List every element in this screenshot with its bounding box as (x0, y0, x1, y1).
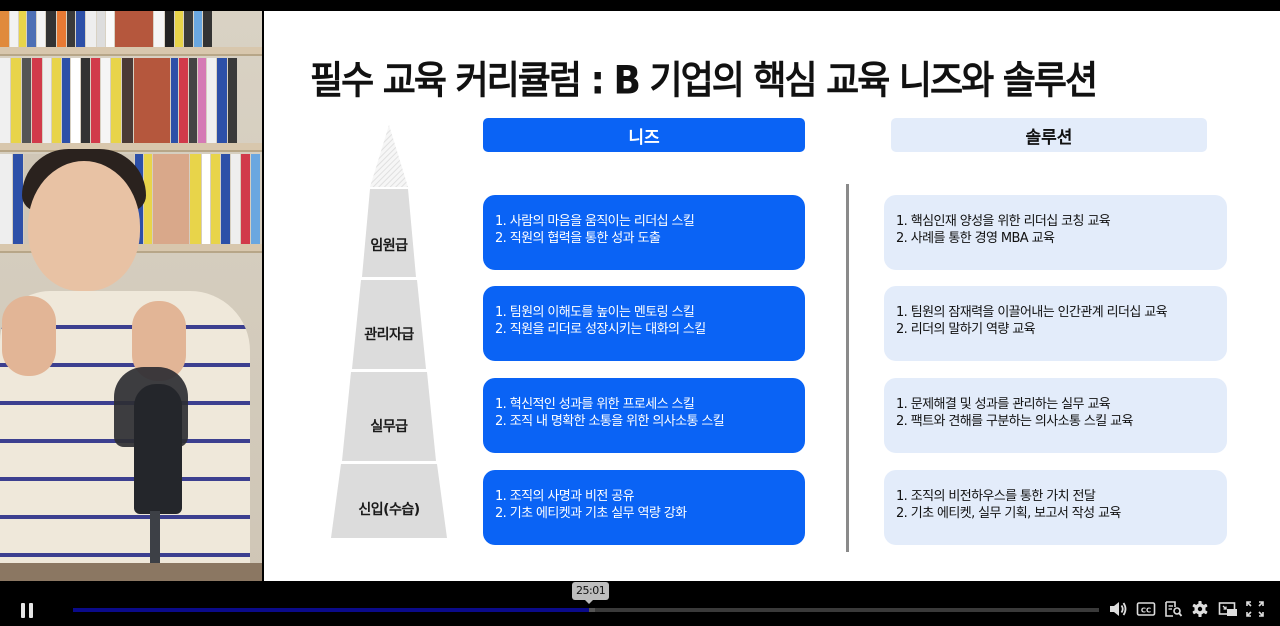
pip-button[interactable] (1218, 600, 1238, 618)
needs-box-manager: 1. 팀원의 이해도를 높이는 멘토링 스킬 2. 직원을 리더로 성장시키는 … (483, 286, 805, 361)
volume-icon (1110, 602, 1127, 616)
solution-item: 2. 팩트와 견해를 구분하는 의사소통 스킬 교육 (896, 414, 1133, 429)
progress-played (73, 608, 589, 612)
need-item: 1. 팀원의 이해도를 높이는 멘토링 스킬 (495, 305, 695, 320)
solution-item: 1. 팀원의 잠재력을 이끌어내는 인간관계 리더십 교육 (896, 305, 1168, 320)
settings-button[interactable] (1190, 600, 1210, 618)
solution-item: 1. 조직의 비전하우스를 통한 가치 전달 (896, 489, 1096, 504)
progress-buffered (589, 608, 595, 612)
tier-label-staff: 실무급 (370, 419, 408, 435)
solution-item: 1. 문제해결 및 성과를 관리하는 실무 교육 (896, 397, 1111, 412)
need-item: 1. 조직의 사명과 비전 공유 (495, 489, 635, 504)
presentation-slide: 필수 교육 커리큘럼 : B 기업의 핵심 교육 니즈와 솔루션 니즈 솔루션 … (264, 11, 1280, 581)
shelf-plank (0, 143, 262, 152)
captions-button[interactable]: CC (1136, 600, 1156, 618)
solutions-header: 솔루션 (891, 118, 1207, 152)
need-item: 2. 기초 에티켓과 기초 실무 역량 강화 (495, 506, 687, 521)
picture-in-picture-icon (1218, 602, 1237, 616)
needs-header: 니즈 (483, 118, 805, 152)
need-item: 1. 혁신적인 성과를 위한 프로세스 스킬 (495, 397, 695, 412)
solutions-box-executive: 1. 핵심인재 양성을 위한 리더십 코칭 교육 2. 사례를 통한 경영 MB… (884, 195, 1227, 270)
volume-button[interactable] (1108, 600, 1128, 618)
need-item: 1. 사람의 마음을 움직이는 리더십 스킬 (495, 214, 695, 229)
column-divider (846, 184, 849, 552)
solutions-box-manager: 1. 팀원의 잠재력을 이끌어내는 인간관계 리더십 교육 2. 리더의 말하기… (884, 286, 1227, 361)
mic-stand (150, 511, 160, 581)
person-face (28, 161, 140, 291)
need-item: 2. 조직 내 명확한 소통을 위한 의사소통 스킬 (495, 414, 725, 429)
bookshelf-row (0, 58, 262, 143)
solution-item: 2. 사례를 통한 경영 MBA 교육 (896, 231, 1055, 246)
top-bar (0, 0, 1280, 11)
microphone (134, 384, 182, 514)
tier-label-executive: 임원급 (370, 238, 408, 254)
tier-label-newhire: 신입(수습) (358, 502, 420, 518)
slide-title: 필수 교육 커리큘럼 : B 기업의 핵심 교육 니즈와 솔루션 (310, 58, 1098, 103)
captions-icon: CC (1136, 602, 1156, 616)
transcript-icon (1165, 601, 1183, 617)
needs-box-executive: 1. 사람의 마음을 움직이는 리더십 스킬 2. 직원의 협력을 통한 성과 … (483, 195, 805, 270)
need-item: 2. 직원을 리더로 성장시키는 대화의 스킬 (495, 322, 706, 337)
need-item: 2. 직원의 협력을 통한 성과 도출 (495, 231, 661, 246)
pause-icon (21, 603, 25, 618)
settings-icon (1192, 601, 1208, 617)
solution-item: 2. 기초 에티켓, 실무 기획, 보고서 작성 교육 (896, 506, 1121, 521)
needs-box-newhire: 1. 조직의 사명과 비전 공유 2. 기초 에티켓과 기초 실무 역량 강화 (483, 470, 805, 545)
shelf-plank (0, 47, 262, 56)
needs-box-staff: 1. 혁신적인 성과를 위한 프로세스 스킬 2. 조직 내 명확한 소통을 위… (483, 378, 805, 453)
solution-item: 1. 핵심인재 양성을 위한 리더십 코칭 교육 (896, 214, 1111, 229)
progress-bar[interactable] (73, 608, 1099, 612)
fullscreen-icon (1246, 601, 1264, 617)
solutions-box-staff: 1. 문제해결 및 성과를 관리하는 실무 교육 2. 팩트와 견해를 구분하는… (884, 378, 1227, 453)
time-tooltip: 25:01 (572, 582, 610, 604)
hierarchy-pyramid: 임원급 관리자급 실무급 신입(수습) (314, 121, 464, 551)
solution-item: 2. 리더의 말하기 역량 교육 (896, 322, 1036, 337)
person-hand-left (2, 296, 56, 376)
video-controls: 25:01 CC (0, 581, 1280, 626)
pause-icon (29, 603, 33, 618)
svg-text:CC: CC (1141, 606, 1151, 614)
solutions-box-newhire: 1. 조직의 비전하우스를 통한 가치 전달 2. 기초 에티켓, 실무 기획,… (884, 470, 1227, 545)
transcript-button[interactable] (1163, 600, 1183, 618)
tier-label-manager: 관리자급 (364, 327, 414, 343)
desk (0, 563, 262, 581)
bookshelf-row (0, 11, 262, 47)
pause-button[interactable] (20, 603, 34, 618)
webcam-video (0, 11, 262, 581)
fullscreen-button[interactable] (1245, 600, 1265, 618)
pyramid-shape (331, 125, 447, 538)
